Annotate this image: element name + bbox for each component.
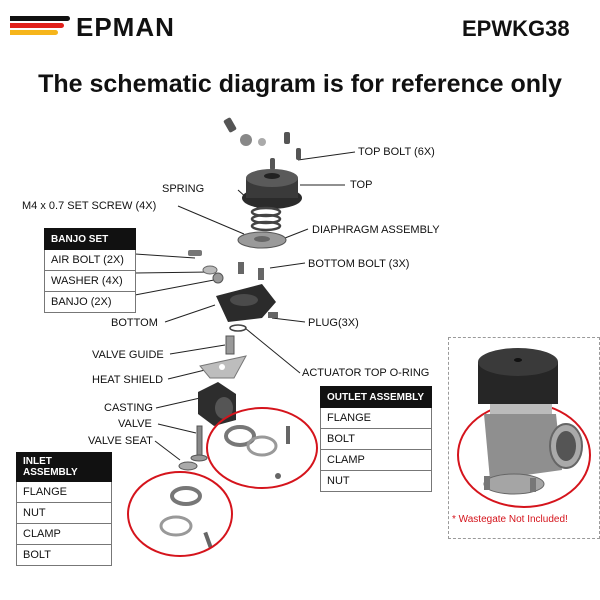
top-bolts-icon	[223, 117, 301, 170]
heat-shield-icon	[199, 355, 247, 379]
outlet-assembly-item: FLANGE	[320, 407, 432, 429]
banjo-set-title: BANJO SET	[44, 228, 136, 250]
inlet-assembly-item: NUT	[16, 502, 112, 524]
inlet-assembly-item: FLANGE	[16, 481, 112, 503]
label-casting: CASTING	[104, 402, 153, 414]
product-photo-frame	[448, 337, 600, 539]
label-set-screw: M4 x 0.7 SET SCREW (4X)	[22, 200, 157, 212]
label-top: TOP	[350, 179, 373, 191]
outlet-assembly-item: NUT	[320, 470, 432, 492]
logo-stripe-black	[10, 16, 70, 21]
label-spring: SPRING	[162, 183, 205, 195]
brand-logo-stripes	[10, 16, 70, 38]
banjo-set-item: BANJO (2X)	[44, 291, 136, 313]
outlet-assembly-table: OUTLET ASSEMBLY FLANGE BOLT CLAMP NUT	[320, 386, 432, 492]
inlet-assembly-title: INLET ASSEMBLY	[16, 452, 112, 482]
bottom-housing-icon	[216, 284, 278, 322]
valve-guide-icon	[225, 324, 247, 355]
inlet-assembly-item: CLAMP	[16, 523, 112, 545]
valve-icon	[190, 425, 208, 462]
outlet-highlight-circle	[206, 407, 318, 489]
wastegate-not-included-note: * Wastegate Not Included!	[452, 514, 568, 525]
diaphragm-icon	[237, 231, 287, 249]
inlet-parts-icon	[159, 486, 213, 549]
outlet-assembly-item: BOLT	[320, 428, 432, 450]
valve-seat-icon	[178, 461, 198, 471]
wastegate-photo-icon	[478, 348, 583, 495]
casting-icon	[198, 382, 236, 426]
label-bottom-bolt: BOTTOM BOLT (3X)	[308, 258, 410, 270]
inlet-assembly-table: INLET ASSEMBLY FLANGE NUT CLAMP BOLT	[16, 452, 112, 566]
banjo-set-item: WASHER (4X)	[44, 270, 136, 292]
outlet-assembly-title: OUTLET ASSEMBLY	[320, 386, 432, 408]
brand-name: EPMAN	[76, 12, 175, 42]
inlet-assembly-item: BOLT	[16, 544, 112, 566]
label-valve-guide: VALVE GUIDE	[92, 349, 164, 361]
label-valve-seat: VALVE SEAT	[88, 435, 153, 447]
spring-icon	[250, 206, 282, 232]
label-top-bolt: TOP BOLT (6X)	[358, 146, 435, 158]
banjo-set-table: BANJO SET AIR BOLT (2X) WASHER (4X) BANJ…	[44, 228, 136, 313]
label-actuator-oring: ACTUATOR TOP O-RING	[302, 367, 430, 379]
label-plug: PLUG(3X)	[308, 317, 359, 329]
label-heat-shield: HEAT SHIELD	[92, 374, 164, 386]
label-bottom: BOTTOM	[111, 317, 158, 329]
banjo-set-item: AIR BOLT (2X)	[44, 249, 136, 271]
label-diaphragm: DIAPHRAGM ASSEMBLY	[312, 224, 440, 236]
outlet-parts-icon	[224, 425, 290, 479]
product-sku: EPWKG38	[462, 16, 570, 41]
page-headline: The schematic diagram is for reference o…	[38, 70, 562, 98]
logo-stripe-red	[10, 23, 64, 28]
banjo-parts-icon	[188, 250, 264, 284]
inlet-highlight-circle	[127, 471, 233, 557]
label-valve: VALVE	[118, 418, 152, 430]
outlet-assembly-item: CLAMP	[320, 449, 432, 471]
logo-stripe-yellow	[10, 30, 58, 35]
top-housing-icon	[242, 169, 302, 209]
